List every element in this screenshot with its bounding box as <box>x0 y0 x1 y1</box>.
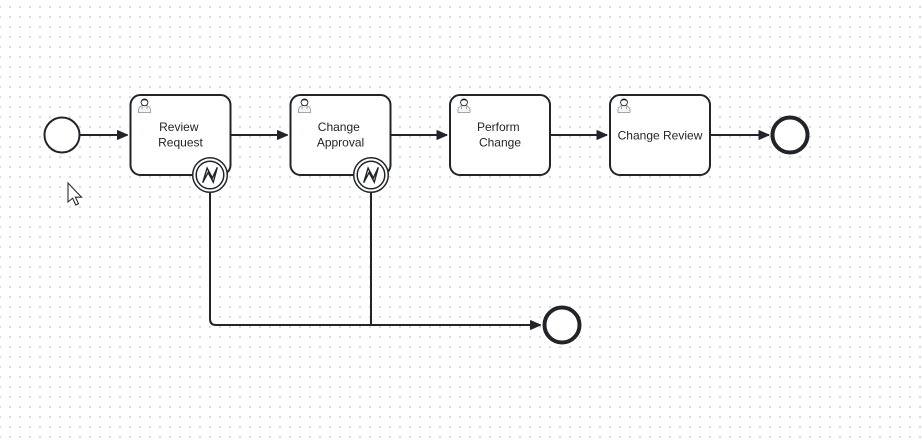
task-label: Perform Change <box>477 120 523 150</box>
end-event-main[interactable] <box>770 115 810 155</box>
boundary-error-event-review-request[interactable] <box>191 156 229 194</box>
flow-boundary1-to-error-end[interactable] <box>209 193 541 330</box>
task-change-approval[interactable]: Change Approval <box>289 94 392 176</box>
user-icon <box>617 98 631 114</box>
error-lightning-icon <box>202 166 218 184</box>
boundary-error-event-change-approval[interactable] <box>352 156 390 194</box>
user-icon <box>138 98 151 114</box>
error-lightning-icon <box>363 166 379 184</box>
sequence-flows <box>79 130 770 330</box>
task-perform-change[interactable]: Perform Change <box>449 94 551 176</box>
user-icon <box>457 98 471 114</box>
start-event[interactable] <box>43 116 81 154</box>
task-label: Change Approval <box>317 120 364 150</box>
task-change-review[interactable]: Change Review <box>609 94 711 176</box>
task-label: Change Review <box>618 129 703 143</box>
user-icon <box>298 98 311 114</box>
end-event-error[interactable] <box>542 305 582 345</box>
task-label: Review Request <box>158 120 203 150</box>
task-review-request[interactable]: Review Request <box>129 94 232 176</box>
arrow-cursor-icon <box>67 181 83 206</box>
